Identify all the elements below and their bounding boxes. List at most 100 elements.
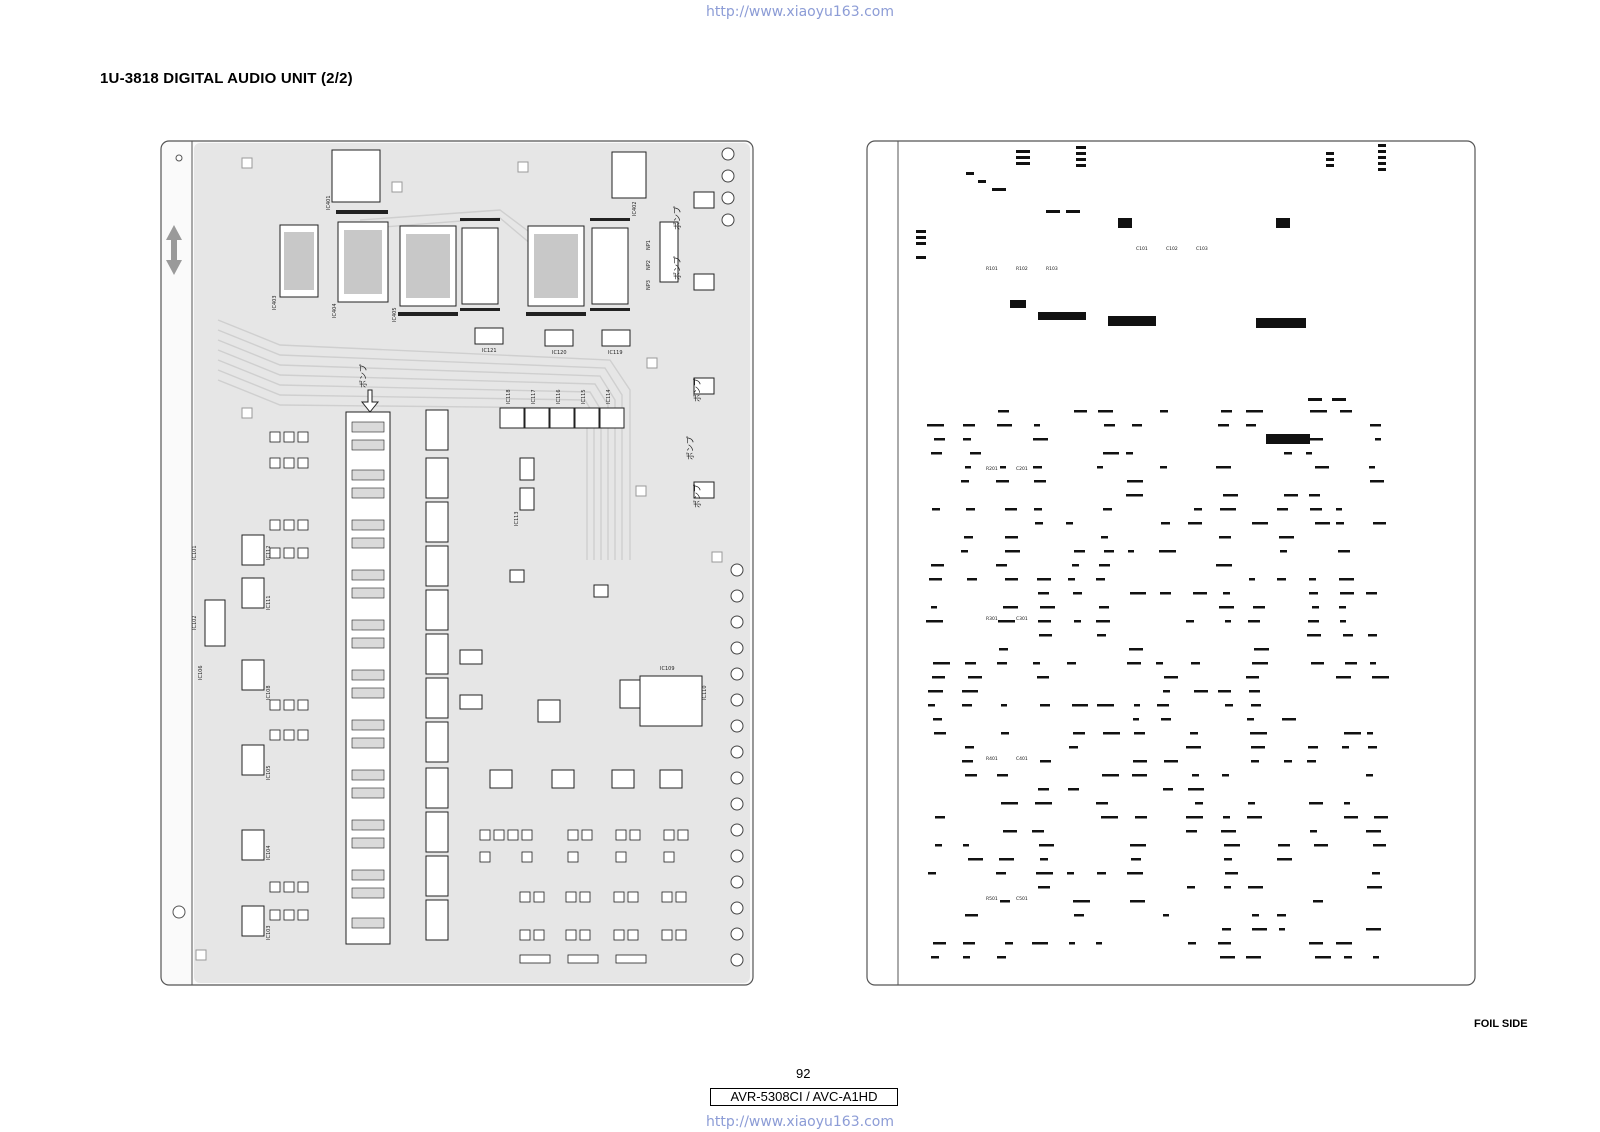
foil-label-mark	[1128, 550, 1134, 553]
designator: C401	[1016, 756, 1028, 762]
pump-label: ポンプ	[673, 206, 682, 230]
foil-label-mark	[1099, 564, 1110, 567]
foil-label-mark	[1315, 956, 1331, 959]
foil-label-mark	[1132, 774, 1147, 777]
foil-label-mark	[1133, 718, 1139, 721]
left-pcb-board: ポンプ ポンプ ポンプ ポンプ ポンプ ポンプ IC403 IC404 IC40…	[160, 140, 754, 986]
foil-label-mark	[1101, 536, 1108, 539]
foil-label-mark	[1277, 578, 1286, 581]
foil-label-mark	[1223, 816, 1230, 819]
foil-label-mark	[1246, 424, 1256, 427]
designator: IC119	[608, 350, 623, 356]
foil-label-mark	[931, 452, 942, 455]
designator: C102	[1166, 246, 1178, 252]
foil-label-mark	[1195, 802, 1203, 805]
foil-label-mark	[1366, 928, 1381, 931]
designator: R301	[986, 616, 998, 622]
designator: IC108	[266, 685, 272, 700]
header-url[interactable]: http://www.xiaoyu163.com	[706, 4, 894, 20]
designator: R101	[986, 266, 998, 272]
foil-label-mark	[1074, 550, 1085, 553]
designator: R102	[1016, 266, 1028, 272]
foil-label-mark	[1067, 872, 1074, 875]
foil-label-mark	[965, 662, 976, 665]
foil-label-mark	[932, 676, 945, 679]
foil-label-mark	[1033, 466, 1042, 469]
foil-label-mark	[1039, 844, 1054, 847]
foil-label-mark	[1336, 522, 1344, 525]
foil-label-mark	[1216, 564, 1232, 567]
foil-label-mark	[1157, 704, 1169, 707]
designator: IC404	[332, 303, 338, 318]
foil-label-mark	[1096, 620, 1110, 623]
designator: IC121	[482, 348, 497, 354]
pump-label: ポンプ	[686, 436, 695, 460]
foil-label-mark	[1126, 452, 1133, 455]
foil-label-mark	[967, 578, 977, 581]
designator: R201	[986, 466, 998, 472]
foil-label-mark	[965, 914, 978, 917]
foil-label-mark	[934, 438, 945, 441]
foil-label-mark	[1367, 732, 1373, 735]
foil-label-mark	[961, 480, 969, 483]
foil-label-mark	[1074, 914, 1084, 917]
foil-label-mark	[1282, 718, 1296, 721]
foil-label-mark	[1223, 592, 1230, 595]
foil-label-mark	[1248, 620, 1260, 623]
foil-label-mark	[929, 578, 942, 581]
foil-label-mark	[1366, 830, 1381, 833]
foil-label-mark	[1220, 508, 1236, 511]
foil-label-mark	[1102, 774, 1119, 777]
foil-label-mark	[1284, 452, 1292, 455]
foil-label-mark	[1036, 872, 1053, 875]
foil-label-mark	[935, 844, 942, 847]
foil-label-mark	[1216, 466, 1231, 469]
foil-label-mark	[1225, 704, 1233, 707]
foil-label-mark	[965, 466, 971, 469]
foil-label-mark	[1309, 802, 1323, 805]
foil-label-mark	[1134, 704, 1140, 707]
foil-label-mark	[1224, 858, 1232, 861]
foil-label-mark	[1277, 914, 1286, 917]
designator: IC102	[192, 615, 198, 630]
foil-label-mark	[996, 872, 1006, 875]
foil-label-mark	[1308, 620, 1319, 623]
foil-label-mark	[1034, 424, 1040, 427]
designator: IC104	[266, 845, 272, 860]
foil-label-mark	[1372, 676, 1389, 679]
foil-label-mark	[996, 480, 1009, 483]
designator: IC405	[392, 307, 398, 322]
foil-label-mark	[1186, 830, 1197, 833]
foil-label-mark	[1246, 676, 1259, 679]
footer-url[interactable]: http://www.xiaoyu163.com	[706, 1114, 894, 1130]
foil-label-mark	[1130, 900, 1145, 903]
foil-label-mark	[1164, 676, 1178, 679]
designator: NP1	[646, 240, 652, 250]
foil-label-mark	[1221, 830, 1236, 833]
pump-label: ポンプ	[693, 378, 702, 402]
foil-label-mark	[1222, 928, 1231, 931]
designator: C501	[1016, 896, 1028, 902]
foil-label-mark	[1309, 494, 1320, 497]
foil-label-mark	[1218, 690, 1231, 693]
foil-label-mark	[1368, 746, 1377, 749]
foil-label-mark	[1251, 704, 1261, 707]
designator: IC112	[266, 545, 272, 560]
foil-label-mark	[1134, 732, 1145, 735]
foil-label-mark	[1194, 690, 1208, 693]
foil-label-mark	[1005, 508, 1017, 511]
foil-label-mark	[1249, 690, 1260, 693]
foil-label-mark	[931, 564, 944, 567]
foil-label-mark	[1224, 844, 1240, 847]
foil-label-mark	[1339, 578, 1354, 581]
foil-label-mark	[933, 662, 950, 665]
foil-label-mark	[1310, 508, 1322, 511]
foil-label-mark	[997, 956, 1006, 959]
foil-label-mark	[1069, 942, 1075, 945]
foil-label-mark	[1096, 942, 1102, 945]
foil-label-mark	[1097, 466, 1103, 469]
foil-label-mark	[1310, 830, 1317, 833]
foil-label-mark	[996, 564, 1007, 567]
foil-label-mark	[1037, 578, 1051, 581]
foil-label-mark	[1279, 928, 1285, 931]
